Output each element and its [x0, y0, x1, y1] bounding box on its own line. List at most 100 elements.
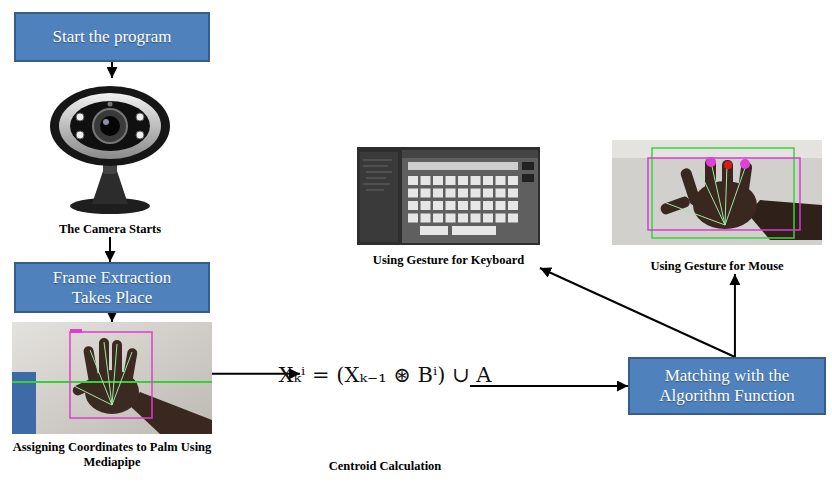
picture-node: Using Gesture for Mouse	[612, 140, 822, 274]
formula-node: Xₖⁱ = (Xₖ₋₁ ⊛ Bⁱ) ∪ ACentroid Calculatio…	[300, 345, 470, 480]
mouse-photo-part	[612, 140, 822, 158]
process-box: Matching with the Algorithm Function	[628, 357, 826, 415]
flow-arrow	[540, 268, 735, 357]
flow-arrow	[470, 385, 628, 387]
keyboard-keys-part	[496, 189, 506, 198]
keyboard-keys-part	[408, 201, 418, 210]
keyboard-keys-part	[508, 201, 518, 210]
webcam-picture-part	[76, 131, 84, 139]
keyboard-keys-part	[483, 201, 493, 210]
webcam-picture-part	[93, 109, 127, 143]
flow-arrow	[734, 274, 736, 357]
picture-node: Assigning Coordinates to Palm Using Medi…	[12, 322, 212, 470]
mouse-photo-part	[666, 162, 745, 225]
keyboard-keys-part	[496, 214, 506, 223]
keyboard-keys-part	[508, 176, 518, 185]
keyboard-screenshot-part	[363, 184, 390, 185]
keyboard-screenshot-part	[402, 150, 538, 158]
keyboard-keys-part	[446, 214, 456, 223]
mouse-photo-part	[652, 148, 794, 238]
flow-arrow	[109, 237, 111, 262]
keyboard-keys-part	[496, 201, 506, 210]
process-box: Start the program	[14, 12, 210, 62]
flow-arrow	[111, 62, 113, 78]
keyboard-keys-part	[446, 176, 456, 185]
mouse-photo-part	[748, 200, 822, 240]
image-caption: Assigning Coordinates to Palm Using Medi…	[12, 440, 212, 470]
keyboard-keys-part	[508, 189, 518, 198]
keyboard-keys-part	[483, 189, 493, 198]
keyboard-keys-part	[433, 189, 443, 198]
keyboard-screenshot-part	[363, 160, 392, 161]
keyboard-keys-part	[408, 214, 418, 223]
keyboard-keys-part	[433, 201, 443, 210]
keyboard-keys	[408, 176, 518, 223]
keyboard-keys-part	[446, 201, 456, 210]
webcam-picture-part	[103, 119, 109, 125]
keyboard-keys-part	[471, 189, 481, 198]
keyboard-keys-part	[421, 201, 431, 210]
keyboard-screenshot-part	[357, 147, 540, 245]
mouse-photo-part	[722, 160, 733, 202]
keyboard-keys-part	[508, 214, 518, 223]
keyboard-screenshot	[357, 147, 540, 245]
image-caption: Using Gesture for Keyboard	[357, 253, 540, 268]
webcam-picture	[50, 86, 170, 214]
webcam-picture-part	[59, 93, 161, 159]
keyboard-keys-part	[446, 189, 456, 198]
keyboard-keys-part	[458, 201, 468, 210]
hand-photo-part	[122, 347, 138, 384]
keyboard-keys-part	[458, 189, 468, 198]
hand-photo-part	[70, 329, 82, 333]
flow-arrow	[111, 313, 113, 322]
keyboard-keys-part	[421, 189, 431, 198]
hand-photo-part	[12, 381, 212, 383]
mouse-photo-part	[706, 157, 716, 167]
keyboard-keys-part	[471, 214, 481, 223]
webcam-picture-part	[50, 86, 170, 166]
webcam-picture-part	[108, 102, 113, 107]
keyboard-screenshot-part	[420, 226, 448, 235]
image-caption: Using Gesture for Mouse	[612, 259, 822, 274]
mouse-photo-part	[740, 159, 750, 169]
mouse-photo	[612, 140, 822, 245]
hand-photo-part	[12, 322, 212, 434]
keyboard-screenshot-part	[452, 226, 496, 235]
process-box: Frame Extraction Takes Place	[14, 262, 210, 313]
box-label: Start the program	[22, 27, 202, 47]
webcam-picture-part	[100, 116, 120, 136]
webcam-picture-part	[76, 113, 84, 121]
keyboard-screenshot-part	[408, 162, 518, 170]
keyboard-keys-part	[458, 214, 468, 223]
formula-text: Xₖⁱ = (Xₖ₋₁ ⊛ Bⁱ) ∪ A	[279, 363, 492, 388]
keyboard-screenshot-part	[402, 150, 538, 243]
keyboard-screenshot-part	[366, 178, 386, 179]
box-label: Frame Extraction Takes Place	[37, 268, 187, 307]
picture-node: The Camera Starts	[30, 78, 190, 237]
hand-photo-part	[128, 392, 212, 434]
box-label: Matching with the Algorithm Function	[647, 366, 807, 405]
keyboard-keys-part	[483, 176, 493, 185]
keyboard-screenshot-part	[522, 162, 534, 170]
hand-photo-part	[70, 332, 152, 418]
picture-node: Using Gesture for Keyboard	[357, 147, 540, 268]
keyboard-keys-part	[471, 201, 481, 210]
keyboard-keys-part	[471, 176, 481, 185]
keyboard-keys-part	[433, 214, 443, 223]
keyboard-screenshot-part	[363, 166, 388, 167]
keyboard-screenshot-part	[522, 174, 534, 182]
mouse-photo-part	[724, 161, 732, 169]
webcam-picture-part	[136, 113, 144, 121]
keyboard-keys-part	[433, 176, 443, 185]
keyboard-screenshot-part	[366, 190, 384, 191]
hand-photo-part	[74, 342, 132, 405]
keyboard-keys-part	[408, 189, 418, 198]
keyboard-screenshot-part	[360, 152, 398, 242]
mouse-photo-part	[612, 140, 822, 245]
keyboard-screenshot-part	[366, 172, 392, 173]
keyboard-keys-part	[408, 176, 418, 185]
keyboard-keys-part	[483, 214, 493, 223]
